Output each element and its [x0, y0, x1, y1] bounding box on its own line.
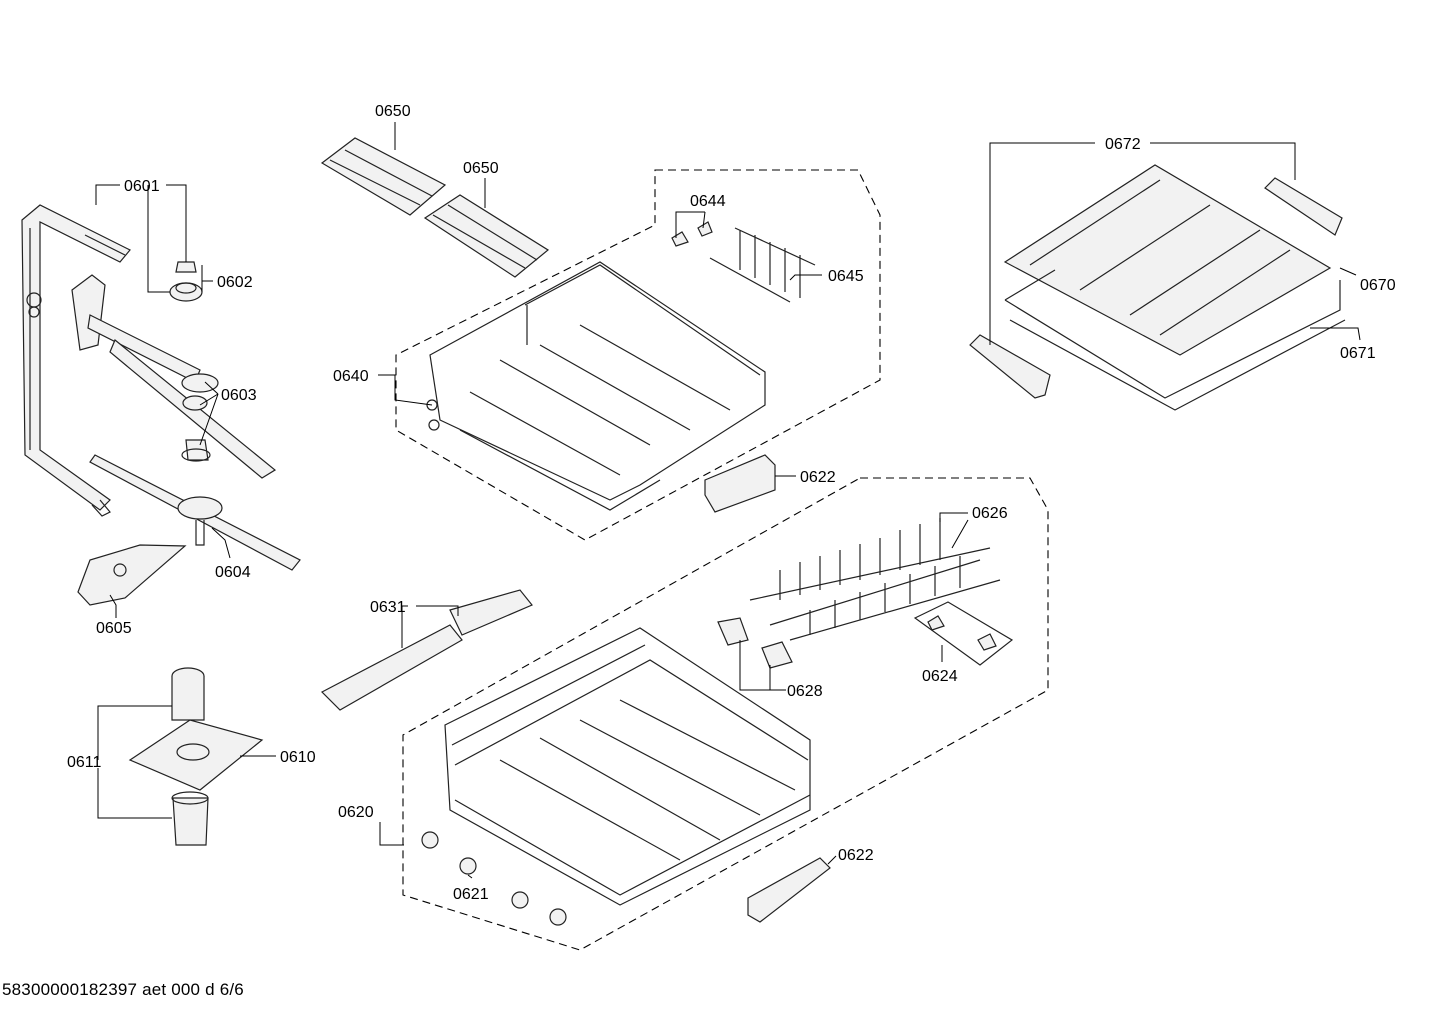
- label-0622-upper: 0622: [800, 469, 836, 486]
- filter-cover-drawing: [77, 544, 187, 606]
- hub-drawing: [169, 261, 203, 302]
- label-0628: 0628: [787, 683, 823, 700]
- label-0640: 0640: [333, 368, 369, 385]
- supply-pipe-drawing: [21, 204, 131, 517]
- fine-filter-drawing: [128, 667, 264, 846]
- upper-handle-drawing: [704, 454, 776, 513]
- clip-parts-drawing: [717, 601, 1014, 669]
- label-0650-top: 0650: [375, 103, 411, 120]
- lower-spray-arm-drawing: [89, 454, 301, 571]
- label-0610: 0610: [280, 749, 316, 766]
- label-0644: 0644: [690, 193, 726, 210]
- label-0605: 0605: [96, 620, 132, 637]
- label-0603: 0603: [221, 387, 257, 404]
- document-id-footer: 58300000182397 aet 000 d 6/6: [2, 980, 244, 999]
- label-0620: 0620: [338, 804, 374, 821]
- lower-handle-drawing: [747, 857, 831, 923]
- label-0602: 0602: [217, 274, 253, 291]
- lower-basket-drawing: [444, 627, 811, 906]
- label-0622-lower: 0622: [838, 847, 874, 864]
- lower-basket-group-outline: [402, 477, 1049, 951]
- upper-basket-group-outline: [395, 169, 881, 541]
- tine-rows-drawing: [749, 518, 1001, 641]
- label-0670: 0670: [1360, 277, 1396, 294]
- upper-basket-drawing: [426, 261, 766, 511]
- third-rack-drawing: [969, 164, 1346, 411]
- label-0611: 0611: [67, 754, 102, 771]
- label-0626: 0626: [972, 505, 1008, 522]
- label-0601: 0601: [124, 178, 160, 195]
- label-0631: 0631: [370, 599, 406, 616]
- label-0621: 0621: [453, 886, 489, 903]
- lower-cutlery-inserts-drawing: [320, 589, 533, 711]
- label-0604: 0604: [215, 564, 251, 581]
- label-0624: 0624: [922, 668, 958, 685]
- wheels-drawing: [421, 831, 567, 926]
- label-0650-second: 0650: [463, 160, 499, 177]
- upper-rack-insert-drawing: [671, 221, 816, 303]
- label-0645: 0645: [828, 268, 864, 285]
- upper-spray-arm-drawing: [71, 274, 277, 479]
- label-0672: 0672: [1105, 136, 1141, 153]
- leader-lines: [95, 122, 1361, 879]
- label-0671: 0671: [1340, 345, 1376, 362]
- cutlery-inserts-drawing: [320, 137, 550, 278]
